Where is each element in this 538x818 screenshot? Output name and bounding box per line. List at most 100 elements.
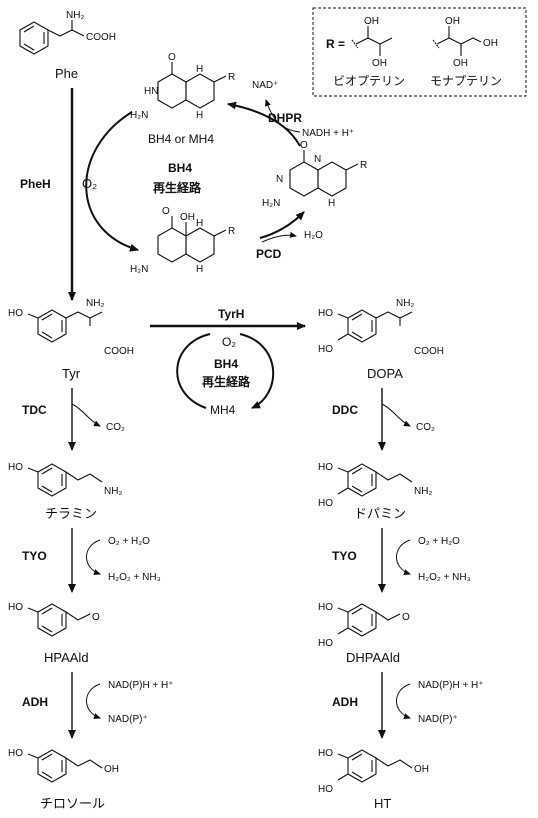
dhpr-label: DHPR: [268, 111, 302, 125]
svg-text:OH: OH: [453, 58, 468, 69]
tyrosol-molecule: HO OH: [8, 748, 119, 783]
svg-text:HO: HO: [318, 308, 333, 319]
svg-text:OH: OH: [364, 16, 379, 27]
svg-text:NAD(P)H + H⁺: NAD(P)H + H⁺: [108, 680, 174, 691]
tyrh-o2: O₂: [222, 335, 236, 349]
svg-text:NAD(P)H + H⁺: NAD(P)H + H⁺: [418, 680, 484, 691]
svg-text:O: O: [168, 52, 176, 63]
biopterin-structure: OH OH: [351, 16, 393, 69]
svg-text:HO: HO: [318, 462, 333, 473]
tyrh-cycle-title-2: 再生経路: [202, 374, 251, 389]
svg-text:H: H: [196, 218, 203, 229]
monapterin-structure: OH OH OH: [432, 16, 498, 69]
svg-text:O: O: [402, 612, 410, 623]
dopa-label: DOPA: [367, 366, 403, 381]
svg-text:HO: HO: [318, 602, 333, 613]
tyo-label-left: TYO: [22, 549, 47, 563]
ht-label: HT: [374, 796, 391, 811]
tyr-label: Tyr: [62, 366, 81, 381]
tyrh-label: TyrH: [218, 307, 244, 321]
adh-label-left: ADH: [22, 695, 48, 709]
hydroxy-bh4-molecule: O OH H H R H₂N: [130, 206, 235, 275]
svg-text:NH₂: NH₂: [66, 10, 84, 21]
h2o-out-arrow: [261, 231, 297, 243]
cycle-arc-left: [85, 111, 139, 252]
hpaald-molecule: HO O: [8, 602, 100, 637]
tyrosol-label: チロソール: [40, 796, 105, 811]
nad-plus: NAD⁺: [252, 80, 278, 91]
pheh-label: PheH: [20, 177, 51, 191]
nadh-curve: [265, 99, 301, 133]
svg-text:H₂N: H₂N: [262, 198, 280, 209]
qbh2-molecule: O N N H R H₂N: [262, 140, 367, 209]
svg-text:OH: OH: [483, 38, 498, 49]
svg-text:H: H: [196, 110, 203, 121]
h2o-label: H₂O: [304, 230, 323, 241]
hpaald-label: HPAAld: [44, 650, 89, 665]
dhpaald-label: DHPAAld: [346, 650, 400, 665]
svg-text:NAD(P)⁺: NAD(P)⁺: [108, 714, 148, 725]
svg-text:H₂O₂ + NH₃: H₂O₂ + NH₃: [418, 572, 471, 583]
cycle-arc-bottom: [259, 211, 305, 239]
nadh-label: NADH + H⁺: [302, 128, 354, 139]
svg-text:HO: HO: [8, 462, 23, 473]
tyo-label-right: TYO: [332, 549, 357, 563]
svg-text:N: N: [314, 154, 321, 165]
svg-text:H₂N: H₂N: [130, 264, 148, 275]
r-group-legend: R = OH OH ビオプテリン OH OH OH モナプテリン: [312, 7, 527, 97]
svg-text:COOH: COOH: [414, 346, 444, 357]
mh4-label: MH4: [210, 403, 236, 417]
co2-right: CO₂: [416, 422, 435, 433]
bh4-molecule: O HN H H R H₂N: [130, 52, 235, 121]
phe-molecule: NH₂ COOH: [19, 10, 116, 55]
adh-label-right: ADH: [332, 695, 358, 709]
dopa-molecule: HO HO NH₂ COOH: [318, 298, 444, 357]
tyrh-loop-left: [176, 333, 211, 409]
svg-text:H₂O₂ + NH₃: H₂O₂ + NH₃: [108, 572, 161, 583]
svg-text:HN: HN: [144, 86, 158, 97]
tyramine-molecule: HO NH₂: [8, 462, 122, 497]
svg-text:COOH: COOH: [104, 346, 134, 357]
svg-text:R: R: [228, 72, 235, 83]
ht-molecule: HO HO OH: [318, 748, 429, 795]
o2-label: O₂: [82, 176, 97, 191]
svg-text:NH₂: NH₂: [104, 486, 122, 497]
svg-text:HO: HO: [318, 784, 333, 795]
tyrh-cycle-title-1: BH4: [214, 357, 238, 371]
svg-text:COOH: COOH: [86, 32, 116, 43]
svg-text:O₂ + H₂O: O₂ + H₂O: [418, 536, 460, 547]
dhpaald-molecule: HO HO O: [318, 602, 410, 649]
svg-text:OH: OH: [104, 764, 119, 775]
svg-text:H: H: [196, 64, 203, 75]
dopamine-label: ドパミン: [354, 506, 406, 521]
monapterin-label: モナプテリン: [430, 74, 502, 88]
svg-text:O₂ + H₂O: O₂ + H₂O: [108, 536, 150, 547]
tyrh-loop-right: [239, 333, 275, 409]
svg-text:H: H: [328, 198, 335, 209]
phe-label: Phe: [55, 66, 78, 81]
svg-text:NH₂: NH₂: [396, 298, 414, 309]
cycle-title-2: 再生経路: [153, 180, 202, 195]
svg-text:NH₂: NH₂: [414, 486, 432, 497]
r-label: R =: [326, 37, 345, 51]
svg-text:OH: OH: [445, 16, 460, 27]
svg-text:HO: HO: [318, 638, 333, 649]
biopterin-label: ビオプテリン: [333, 74, 405, 88]
svg-text:H: H: [196, 264, 203, 275]
cycle-title-1: BH4: [168, 161, 192, 175]
svg-text:R: R: [228, 226, 235, 237]
svg-text:HO: HO: [8, 748, 23, 759]
svg-text:HO: HO: [8, 602, 23, 613]
dopamine-molecule: HO HO NH₂: [318, 462, 432, 509]
svg-text:OH: OH: [372, 58, 387, 69]
svg-text:HO: HO: [318, 498, 333, 509]
svg-text:NH₂: NH₂: [86, 298, 104, 309]
svg-text:HO: HO: [318, 748, 333, 759]
bh4-label: BH4 or MH4: [148, 132, 214, 146]
pcd-label: PCD: [256, 247, 282, 261]
svg-text:O: O: [300, 140, 308, 151]
ddc-label: DDC: [332, 403, 358, 417]
svg-text:H₂N: H₂N: [130, 110, 148, 121]
svg-text:N: N: [276, 174, 283, 185]
